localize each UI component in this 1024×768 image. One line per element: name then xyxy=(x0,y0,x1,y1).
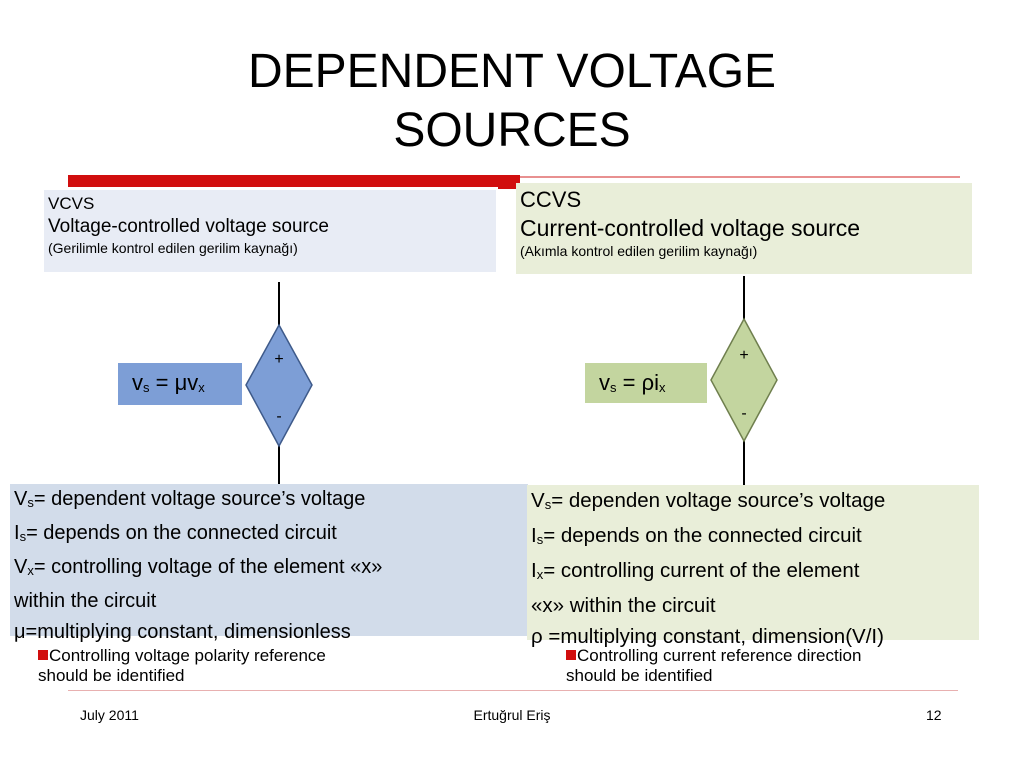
vcvs-note: Controlling voltage polarity reference s… xyxy=(38,646,518,686)
ccvs-diamond-symbol xyxy=(710,317,778,443)
ccvs-eq-lhs: v xyxy=(599,370,610,395)
ccvs-desc-line: ρ =multiplying constant, dimension(V/I) xyxy=(531,625,884,648)
ccvs-abbr: CCVS xyxy=(520,187,582,212)
title-accent-bar-step xyxy=(498,183,518,189)
vcvs-desc-line: Vx= controlling voltage of the element «… xyxy=(14,556,383,578)
ccvs-desc-line: «x» within the circuit xyxy=(531,594,716,617)
vcvs-note-line1: Controlling voltage polarity reference xyxy=(49,646,326,665)
vcvs-desc-line: μ=multiplying constant, dimensionless xyxy=(14,621,351,643)
vcvs-translation: (Gerilimle kontrol edilen gerilim kaynağ… xyxy=(48,240,298,256)
ccvs-name: Current-controlled voltage source xyxy=(520,215,861,241)
ccvs-note-line1: Controlling current reference direction xyxy=(577,646,862,665)
footer-page-number: 12 xyxy=(926,707,942,723)
ccvs-translation: (Akımla kontrol edilen gerilim kaynağı) xyxy=(520,243,758,259)
vcvs-desc-line: Vs= dependent voltage source’s voltage xyxy=(14,488,366,510)
vcvs-diamond-symbol xyxy=(245,323,313,448)
bullet-icon xyxy=(38,650,48,660)
vcvs-eq-rhs-sub: x xyxy=(198,380,205,395)
bullet-icon xyxy=(566,650,576,660)
footer-date: July 2011 xyxy=(80,707,139,723)
vcvs-name: Voltage-controlled voltage source xyxy=(48,216,329,237)
ccvs-description: Vs= dependen voltage source’s voltage Is… xyxy=(527,485,979,648)
vcvs-minus-sign: - xyxy=(276,408,281,425)
title-accent-bar xyxy=(68,175,520,187)
ccvs-desc-line: Vs= dependen voltage source’s voltage xyxy=(531,489,886,512)
ccvs-eq-op: = ρi xyxy=(616,370,659,395)
slide-title-line1: DEPENDENT VOLTAGE xyxy=(247,45,777,98)
ccvs-note: Controlling current reference direction … xyxy=(566,646,1006,686)
ccvs-desc-line: Is= depends on the connected circuit xyxy=(531,524,862,547)
vcvs-plus-sign: + xyxy=(274,351,283,368)
ccvs-equation: vs = ρix xyxy=(585,363,707,403)
vcvs-equation: vs = μvx xyxy=(118,363,242,405)
ccvs-minus-sign: - xyxy=(741,405,746,422)
vcvs-eq-lhs: v xyxy=(132,370,143,395)
ccvs-note-line2: should be identified xyxy=(566,666,713,685)
vcvs-header-box: VCVS Voltage-controlled voltage source (… xyxy=(44,190,496,272)
vcvs-abbr: VCVS xyxy=(48,194,95,213)
ccvs-desc-line: Ix= controlling current of the element xyxy=(531,559,860,582)
vcvs-desc-line: within the circuit xyxy=(14,590,157,612)
vcvs-note-line2: should be identified xyxy=(38,666,185,685)
ccvs-header-box: CCVS Current-controlled voltage source (… xyxy=(516,183,972,274)
ccvs-eq-lhs-sub: s xyxy=(610,380,617,395)
footer-author: Ertuğrul Eriş xyxy=(473,707,551,723)
vcvs-desc-line: Is= depends on the connected circuit xyxy=(14,522,337,544)
vcvs-eq-op: = μv xyxy=(149,370,199,395)
footer-divider xyxy=(68,690,958,691)
ccvs-plus-sign: + xyxy=(739,347,748,364)
vcvs-eq-lhs-sub: s xyxy=(143,380,150,395)
title-accent-line xyxy=(520,176,960,178)
ccvs-eq-rhs-sub: x xyxy=(658,380,666,395)
vcvs-description: Vs= dependent voltage source’s voltage I… xyxy=(10,484,528,643)
slide-title-line2: SOURCES xyxy=(393,104,631,157)
